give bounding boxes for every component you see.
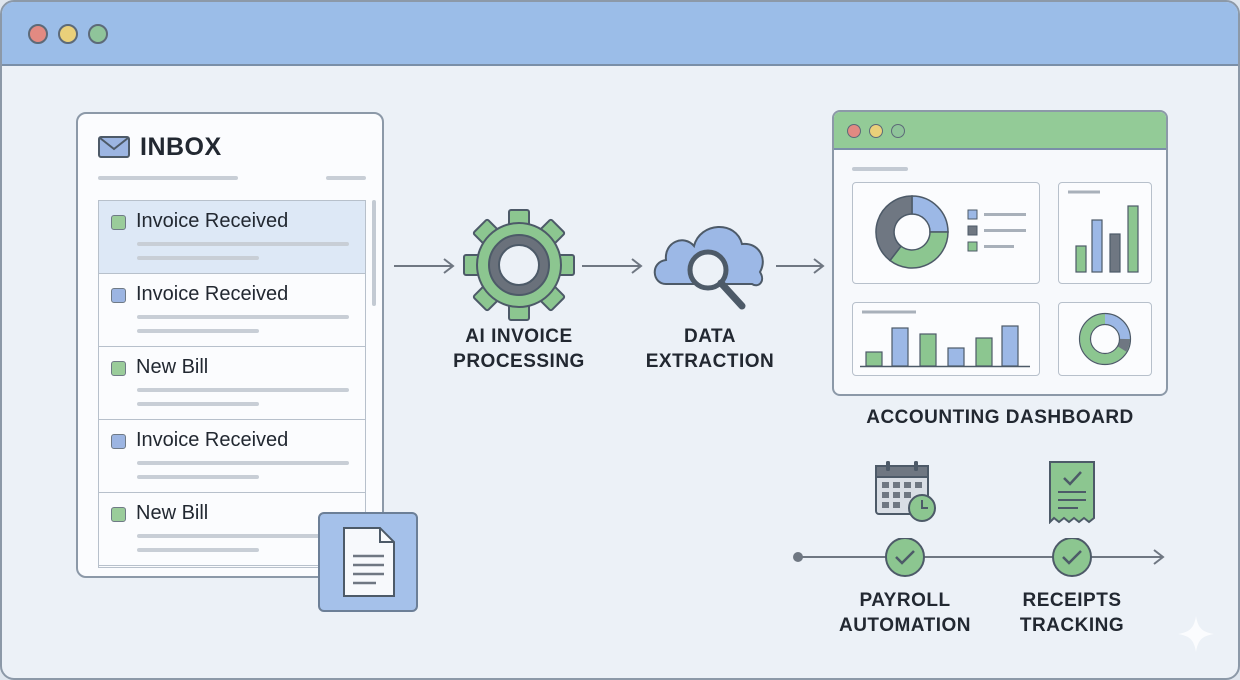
payroll-check-icon <box>885 538 925 577</box>
minimize-window-button[interactable] <box>58 24 78 44</box>
receipts-check-icon <box>1052 538 1092 577</box>
flow-arrow <box>394 258 455 274</box>
close-window-button[interactable] <box>28 24 48 44</box>
message-item[interactable]: New Bill <box>99 493 365 566</box>
ring-chart-icon <box>1078 312 1131 365</box>
maximize-window-button[interactable] <box>891 124 905 138</box>
donut-chart-panel <box>852 182 1040 284</box>
placeholder-line <box>137 388 349 392</box>
placeholder-line <box>137 256 259 260</box>
donut-chart-icon <box>874 194 1026 269</box>
placeholder-line <box>137 534 349 538</box>
label-line: AI INVOICE <box>465 326 573 347</box>
calendar-clock-icon <box>875 461 936 522</box>
status-marker <box>111 288 126 303</box>
message-subject: Invoice Received <box>136 429 289 451</box>
cloud-search-icon <box>653 226 764 310</box>
attachment-card[interactable] <box>318 512 418 612</box>
data-extraction-label: DATA EXTRACTION <box>636 324 784 374</box>
placeholder-line <box>852 167 908 171</box>
status-marker <box>111 215 126 230</box>
status-marker <box>111 507 126 522</box>
flow-arrow <box>582 258 643 274</box>
receipts-tracking-label: RECEIPTS TRACKING <box>1002 588 1142 638</box>
document-icon <box>343 527 395 597</box>
bar-chart-icon <box>1067 190 1139 273</box>
placeholder-line <box>137 315 349 319</box>
label-line: DATA <box>684 326 736 347</box>
ring-chart-panel <box>1058 302 1152 376</box>
placeholder-line <box>137 242 349 246</box>
message-subject: Invoice Received <box>136 210 289 232</box>
automation-timeline <box>793 538 1165 577</box>
window-titlebar <box>2 2 1238 66</box>
label-line: TRACKING <box>1019 615 1125 636</box>
placeholder-line <box>137 402 259 406</box>
placeholder-line <box>137 475 259 479</box>
sparkle-icon <box>1178 616 1214 652</box>
payroll-automation-label: PAYROLL AUTOMATION <box>828 588 982 638</box>
message-item[interactable]: Invoice Received <box>99 201 365 274</box>
message-item[interactable]: Invoice Received <box>99 420 365 493</box>
inbox-scrollbar[interactable] <box>372 200 376 306</box>
message-subject: New Bill <box>136 502 209 524</box>
inbox-panel: INBOX Invoice Received Invoice Received … <box>76 112 384 578</box>
dashboard-titlebar <box>834 112 1166 150</box>
label-line: EXTRACTION <box>645 351 775 372</box>
message-item[interactable]: Invoice Received <box>99 274 365 347</box>
label-line: PROCESSING <box>453 351 585 372</box>
close-window-button[interactable] <box>847 124 861 138</box>
placeholder-line <box>137 461 349 465</box>
message-list: Invoice Received Invoice Received New Bi… <box>98 200 366 568</box>
status-marker <box>111 361 126 376</box>
placeholder-line <box>137 329 259 333</box>
bar-chart-panel <box>852 302 1040 376</box>
message-subject: Invoice Received <box>136 283 289 305</box>
message-item[interactable]: New Bill <box>99 347 365 420</box>
envelope-icon <box>98 136 130 158</box>
status-marker <box>111 434 126 449</box>
label-line: AUTOMATION <box>838 615 971 636</box>
inbox-header: INBOX <box>98 132 222 162</box>
bar-chart-icon <box>859 310 1030 367</box>
bar-chart-panel <box>1058 182 1152 284</box>
label-line: RECEIPTS <box>1022 590 1122 611</box>
inbox-title: INBOX <box>140 132 222 161</box>
label-line: PAYROLL <box>859 590 951 611</box>
placeholder-line <box>98 176 238 180</box>
flow-arrow <box>776 258 825 274</box>
minimize-window-button[interactable] <box>869 124 883 138</box>
receipt-icon <box>1049 461 1095 524</box>
placeholder-line <box>326 176 366 180</box>
message-subject: New Bill <box>136 356 209 378</box>
accounting-dashboard-window <box>832 110 1168 396</box>
accounting-dashboard-label: ACCOUNTING DASHBOARD <box>866 407 1134 428</box>
ai-processing-label: AI INVOICE PROCESSING <box>448 324 590 374</box>
gear-icon <box>463 209 575 321</box>
placeholder-line <box>137 548 259 552</box>
maximize-window-button[interactable] <box>88 24 108 44</box>
